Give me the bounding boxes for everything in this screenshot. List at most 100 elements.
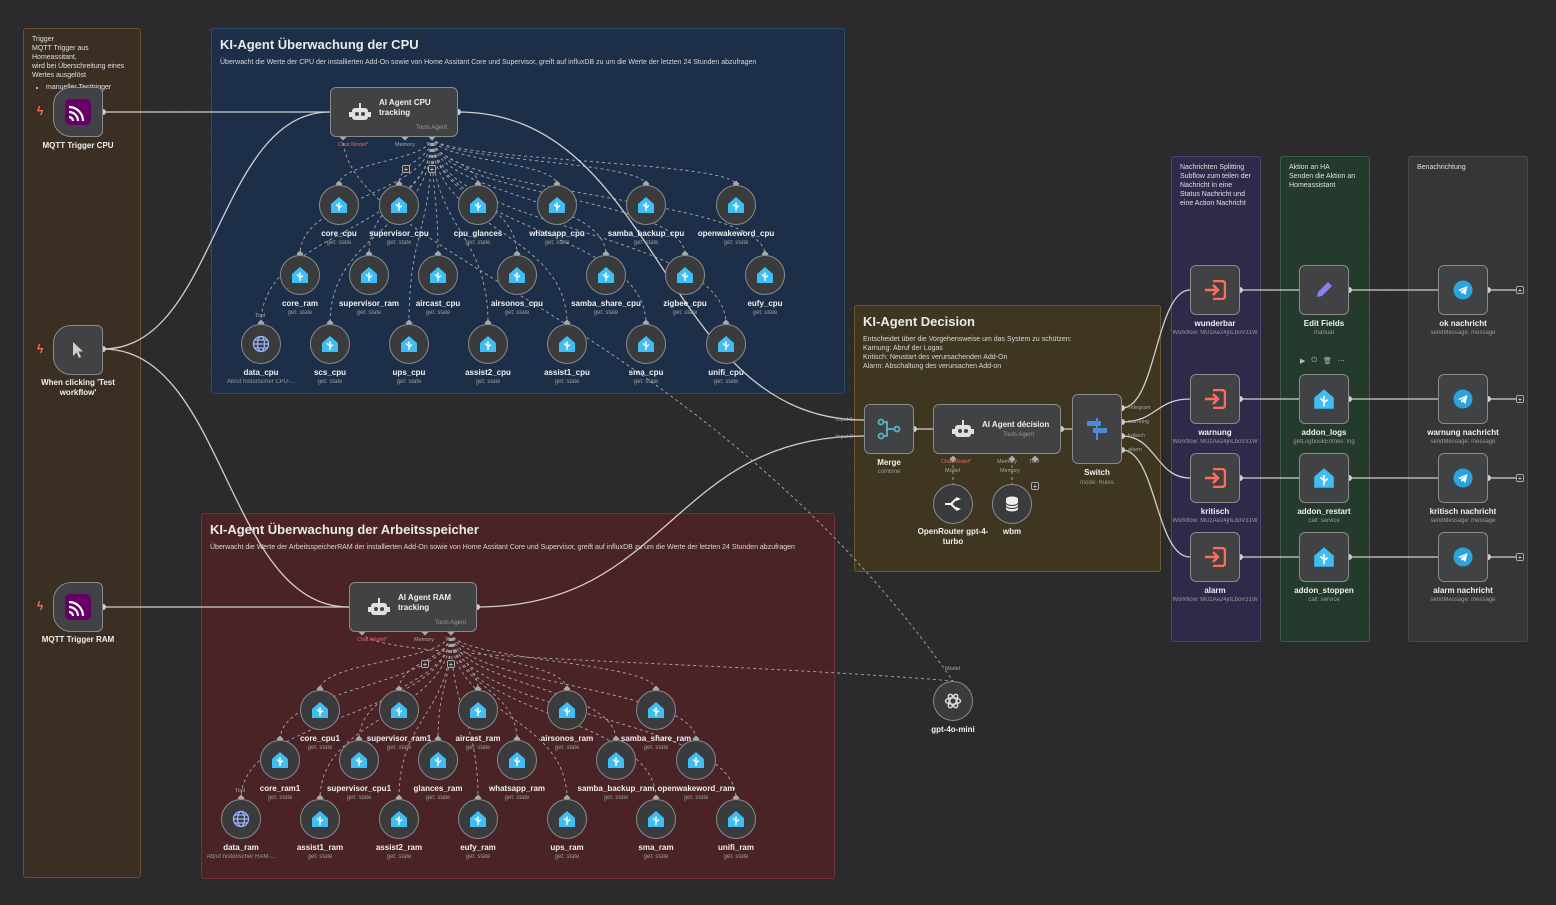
cpu-tool-core-cpu-label: core_cpu	[321, 229, 357, 238]
ram-tool-aircast-ram-node[interactable]	[458, 690, 498, 730]
ram-tool-sma-ram-node[interactable]	[636, 799, 676, 839]
cpu-add-memory-button[interactable]: +	[402, 165, 410, 174]
ram-tool-assist2-ram-node[interactable]	[379, 799, 419, 839]
telegram-kritisch-nachricht-node[interactable]	[1438, 453, 1488, 503]
cpu-tool-core-ram-sub: get: state	[287, 310, 313, 316]
action-addon-logs-node[interactable]	[1299, 374, 1349, 424]
ai-agent-decision-sub: Tools Agent	[1002, 432, 1034, 438]
sticky-notify-desc: Benachrichtung	[1417, 164, 1466, 171]
workflow-alarm-node[interactable]	[1190, 532, 1240, 582]
add-next-node-button[interactable]: +	[1516, 553, 1524, 562]
action-addon-restart-node[interactable]	[1299, 453, 1349, 503]
ram-tool-data-ram-node[interactable]	[221, 799, 261, 839]
switch-node[interactable]	[1072, 394, 1122, 464]
cpu-tool-core-ram-node[interactable]	[280, 255, 320, 295]
add-next-node-button[interactable]: +	[1516, 395, 1524, 404]
add-next-node-button[interactable]: +	[1516, 474, 1524, 483]
cpu-tool-zigbee-cpu-node[interactable]	[665, 255, 705, 295]
cpu-tool-ups-cpu-node[interactable]	[389, 324, 429, 364]
workflow-wunderbar-node[interactable]	[1190, 265, 1240, 315]
cpu-tool-scs-cpu-node[interactable]	[310, 324, 350, 364]
switch-out-kritisch: kritisch	[1128, 433, 1146, 439]
cpu-tool-unifi-cpu-label: unifi_cpu	[708, 368, 744, 377]
decision-port-memory: Memory	[997, 459, 1017, 465]
ram-tool-supervisor-ram1-node[interactable]	[379, 690, 419, 730]
workflow-kritisch-node[interactable]	[1190, 453, 1240, 503]
workflow-warnung-node[interactable]	[1190, 374, 1240, 424]
action-addon-stoppen-node[interactable]	[1299, 532, 1349, 582]
cpu-tool-samba-backup-cpu-node[interactable]	[626, 185, 666, 225]
merge-node[interactable]	[864, 404, 914, 454]
cpu-tool-whatsapp-cpu-node[interactable]	[537, 185, 577, 225]
ram-tool-eufy-ram-node[interactable]	[458, 799, 498, 839]
home-assistant-icon	[470, 197, 486, 213]
ram-tool-assist1-ram-node[interactable]	[300, 799, 340, 839]
openrouter-model-node[interactable]	[933, 484, 973, 524]
ram-tool-ups-ram-label: ups_ram	[550, 843, 584, 852]
ram-tool-airsonos-ram-node[interactable]	[547, 690, 587, 730]
mqtt-trigger-cpu-node[interactable]	[53, 87, 103, 137]
ram-tool-samba-share-ram-sub: get: state	[643, 745, 669, 751]
openrouter-model-port: Model	[945, 468, 960, 474]
cpu-tool-cpu-glances-node[interactable]	[458, 185, 498, 225]
cpu-tool-assist1-cpu-node[interactable]	[547, 324, 587, 364]
ai-agent-ram-node[interactable]: AI Agent RAM tracking Tools Agent	[349, 582, 477, 632]
ai-agent-cpu-node[interactable]: AI Agent CPU tracking Tools Agent	[330, 87, 458, 137]
telegram-warnung-nachricht-node[interactable]	[1438, 374, 1488, 424]
cpu-tool-assist2-cpu-node[interactable]	[468, 324, 508, 364]
cpu-tool-openwakeword-cpu-node[interactable]	[716, 185, 756, 225]
cpu-add-tool-button[interactable]: +	[428, 165, 436, 174]
cpu-tool-unifi-cpu-node[interactable]	[706, 324, 746, 364]
ai-agent-decision-node[interactable]: AI Agent décision Tools Agent	[933, 404, 1061, 454]
cpu-tool-supervisor-cpu-node[interactable]	[379, 185, 419, 225]
telegram-alarm-nachricht-node[interactable]	[1438, 532, 1488, 582]
test-workflow-trigger-node[interactable]	[53, 325, 103, 375]
cpu-tool-data-cpu-node[interactable]	[241, 324, 281, 364]
ram-tool-samba-backup-ram-node[interactable]	[596, 740, 636, 780]
telegram-ok-nachricht-node[interactable]	[1438, 265, 1488, 315]
trigger-bolt-icon: ϟ	[37, 104, 44, 118]
more-icon[interactable]: ⋯	[1337, 358, 1345, 365]
workflow-warnung-sub: Workflow: MUzAe24jnLboV31W	[1172, 439, 1258, 445]
gpt-4o-mini-node[interactable]	[933, 681, 973, 721]
switch-out-alarm: alarm	[1128, 447, 1142, 453]
ram-tool-supervisor-cpu1-node[interactable]	[339, 740, 379, 780]
ram-tool-core-cpu1-node[interactable]	[300, 690, 340, 730]
cpu-tool-eufy-cpu-node[interactable]	[745, 255, 785, 295]
cpu-tool-aircast-cpu-node[interactable]	[418, 255, 458, 295]
ram-add-tool-button[interactable]: +	[447, 660, 455, 669]
play-icon[interactable]: ▶	[1300, 358, 1306, 365]
ram-tool-openwakeword-ram-node[interactable]	[676, 740, 716, 780]
ram-add-memory-button[interactable]: +	[421, 660, 429, 669]
ram-tool-core-ram1-node[interactable]	[260, 740, 300, 780]
mqtt-icon	[65, 594, 91, 620]
cpu-tool-whatsapp-cpu-sub: get: state	[544, 240, 570, 246]
wbm-memory-node[interactable]	[992, 484, 1032, 524]
cpu-tool-sma-cpu-node[interactable]	[626, 324, 666, 364]
cpu-tool-samba-share-cpu-node[interactable]	[586, 255, 626, 295]
switch-out-telegram: Telegram	[1128, 405, 1151, 411]
trash-icon[interactable]: 🗑	[1322, 358, 1332, 365]
power-icon[interactable]: ⏻	[1311, 357, 1317, 364]
home-assistant-icon	[430, 752, 446, 768]
sticky-trigger[interactable]: Trigger MQTT Trigger aus Homeassitant, w…	[23, 28, 141, 878]
ram-tool-whatsapp-ram-node[interactable]	[497, 740, 537, 780]
cpu-tool-core-cpu-node[interactable]	[319, 185, 359, 225]
home-assistant-icon	[391, 197, 407, 213]
ram-tool-ups-ram-node[interactable]	[547, 799, 587, 839]
mqtt-trigger-ram-node[interactable]	[53, 582, 103, 632]
ram-tool-unifi-ram-node[interactable]	[716, 799, 756, 839]
decision-add-tool-button[interactable]: +	[1031, 482, 1039, 491]
cpu-tool-supervisor-ram-node[interactable]	[349, 255, 389, 295]
ram-tool-glances-ram-node[interactable]	[418, 740, 458, 780]
home-assistant-icon	[728, 811, 744, 827]
merge-input-1: Input 1	[836, 417, 853, 423]
ram-tool-samba-share-ram-node[interactable]	[636, 690, 676, 730]
tool-port-label: Tool	[235, 788, 246, 794]
execute-workflow-icon	[1205, 547, 1226, 567]
add-next-node-button[interactable]: +	[1516, 286, 1524, 295]
cpu-tool-airsonos-cpu-label: airsonos_cpu	[490, 299, 543, 308]
action-edit-fields-node[interactable]	[1299, 265, 1349, 315]
cpu-tool-airsonos-cpu-node[interactable]	[497, 255, 537, 295]
